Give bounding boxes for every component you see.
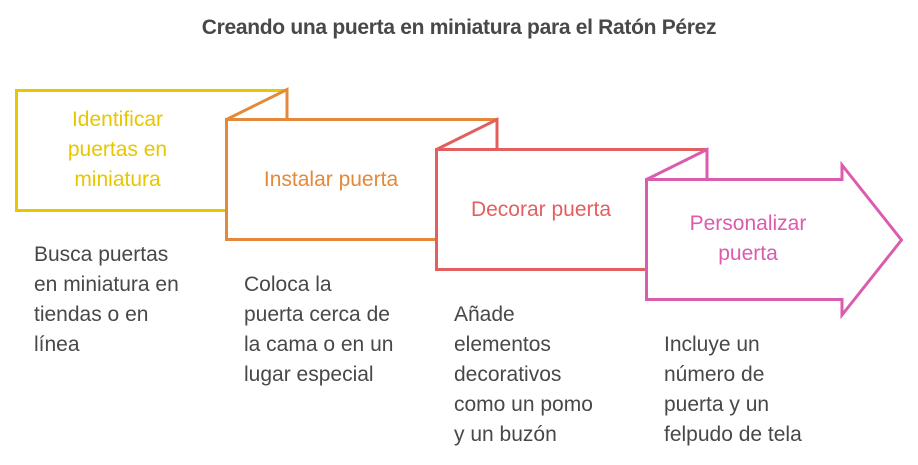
description-line: y un buzón: [454, 423, 557, 446]
description-line: Busca puertas: [34, 243, 169, 266]
step-1-description: Busca puertas en miniatura en tiendas o …: [34, 240, 179, 360]
description-line: la cama o en un: [244, 333, 394, 356]
description-line: puerta cerca de: [244, 303, 390, 326]
description-line: Incluye un: [664, 333, 760, 356]
step-4-label-line: puerta: [718, 242, 778, 265]
step-1-label-line: puertas en: [67, 138, 168, 161]
step-2-fold: [225, 87, 289, 121]
description-line: Coloca la: [244, 273, 332, 296]
step-3-fold: [435, 117, 499, 151]
description-line: Añade: [454, 303, 515, 326]
step-1-label-line: Identificar: [71, 108, 164, 131]
description-line: puerta y un: [664, 393, 770, 416]
diagram-title: Creando una puerta en miniatura para el …: [201, 16, 717, 39]
description-line: elementos: [454, 333, 551, 356]
description-line: felpudo de tela: [664, 423, 802, 446]
description-line: tiendas o en: [34, 303, 149, 326]
description-line: decorativos: [454, 363, 562, 386]
description-line: lugar especial: [244, 363, 374, 386]
step-2-label: Instalar puerta: [226, 165, 436, 195]
description-line: línea: [34, 333, 80, 356]
step-3-label: Decorar puerta: [436, 195, 646, 225]
step-4-fold: [645, 147, 709, 181]
step-4-arrow: [645, 160, 904, 320]
step-3-description: Añade elementos decorativos como un pomo…: [454, 300, 593, 450]
step-4-label-line: Personalizar: [689, 212, 807, 235]
description-line: en miniatura en: [34, 273, 179, 296]
step-1-label: Identificar puertas en miniatura: [16, 105, 219, 195]
step-4-description: Incluye un número de puerta y un felpudo…: [664, 330, 802, 450]
step-2-description: Coloca la puerta cerca de la cama o en u…: [244, 270, 393, 390]
step-3-label-line: Decorar puerta: [470, 198, 612, 221]
description-line: número de: [664, 363, 765, 386]
description-line: como un pomo: [454, 393, 593, 416]
step-4-label: Personalizar puerta: [646, 209, 850, 269]
step-2-label-line: Instalar puerta: [263, 168, 399, 191]
step-1-label-line: miniatura: [74, 168, 161, 191]
